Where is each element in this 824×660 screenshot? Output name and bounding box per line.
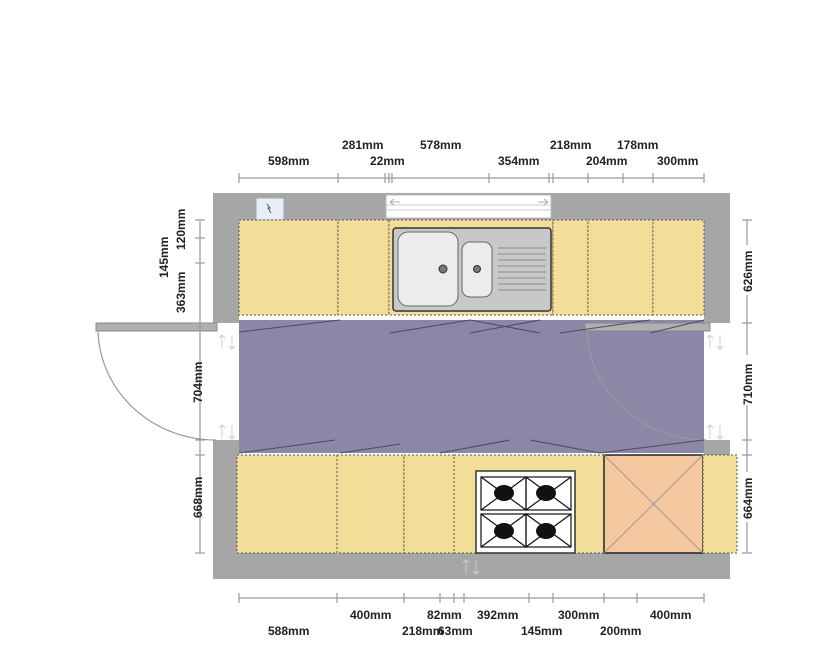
left-dimension-line <box>195 219 205 554</box>
dim-label: 300mm <box>558 608 599 622</box>
cabinet[interactable] <box>337 219 390 316</box>
cabinet[interactable] <box>238 219 339 316</box>
bottom-dimension-line <box>238 593 705 603</box>
left-wall-upper <box>213 193 239 323</box>
dim-label: 82mm <box>427 608 462 622</box>
left-door[interactable] <box>95 322 239 441</box>
dim-label: 400mm <box>650 608 691 622</box>
cabinet[interactable] <box>336 454 405 554</box>
dim-label: 588mm <box>268 624 309 638</box>
cabinet[interactable] <box>552 219 589 316</box>
dim-label: 363mm <box>174 272 188 313</box>
wall-socket-icon <box>255 197 285 221</box>
dim-label: 400mm <box>350 608 391 622</box>
cabinet[interactable] <box>587 219 654 316</box>
dim-label: 392mm <box>477 608 518 622</box>
right-door[interactable] <box>584 322 730 441</box>
door-swing-icon <box>586 330 707 441</box>
dim-label: 668mm <box>191 477 205 518</box>
cabinet[interactable] <box>403 454 455 554</box>
dim-label: 710mm <box>741 364 755 405</box>
dim-label: 120mm <box>174 209 188 250</box>
arrow-icon <box>462 559 480 575</box>
dim-label: 598mm <box>268 154 309 168</box>
dim-label: 204mm <box>586 154 627 168</box>
four-burner-hob-icon[interactable] <box>475 470 576 554</box>
left-dimension-labels: 145mm 120mm 363mm 704mm 668mm <box>157 209 205 518</box>
cabinet[interactable] <box>652 219 705 316</box>
dim-label: 664mm <box>741 478 755 519</box>
dim-label: 578mm <box>420 138 461 152</box>
window-icon[interactable] <box>385 194 552 219</box>
floor-trace-lines <box>238 319 705 454</box>
dim-label: 300mm <box>657 154 698 168</box>
dim-label: 218mm <box>550 138 591 152</box>
cabinet[interactable] <box>702 454 738 554</box>
right-wall-upper <box>704 193 730 323</box>
right-dimension-labels: 626mm 710mm 664mm <box>739 245 755 522</box>
dim-label: 200mm <box>600 624 641 638</box>
top-dimension-labels: 281mm 578mm 218mm 178mm 598mm 22mm 354mm… <box>268 138 698 168</box>
top-dimension-line <box>238 173 705 183</box>
dim-label: 626mm <box>741 251 755 292</box>
dim-label: 281mm <box>342 138 383 152</box>
bottom-wall <box>213 553 730 579</box>
dim-label: 178mm <box>617 138 658 152</box>
dim-label: 145mm <box>521 624 562 638</box>
dim-label: 218mm <box>402 624 443 638</box>
dim-label: 22mm <box>370 154 405 168</box>
floor-area <box>239 320 704 453</box>
door-swing-icon <box>97 330 217 441</box>
double-sink-icon[interactable] <box>392 227 552 312</box>
dim-label: 354mm <box>498 154 539 168</box>
cabinet[interactable] <box>236 454 338 554</box>
dim-label: 63mm <box>438 624 473 638</box>
dim-label: 145mm <box>157 237 171 278</box>
left-wall-lower <box>213 440 239 579</box>
bottom-dimension-labels: 400mm 82mm 392mm 300mm 400mm 588mm 218mm… <box>268 608 691 638</box>
dim-label: 704mm <box>191 362 205 403</box>
